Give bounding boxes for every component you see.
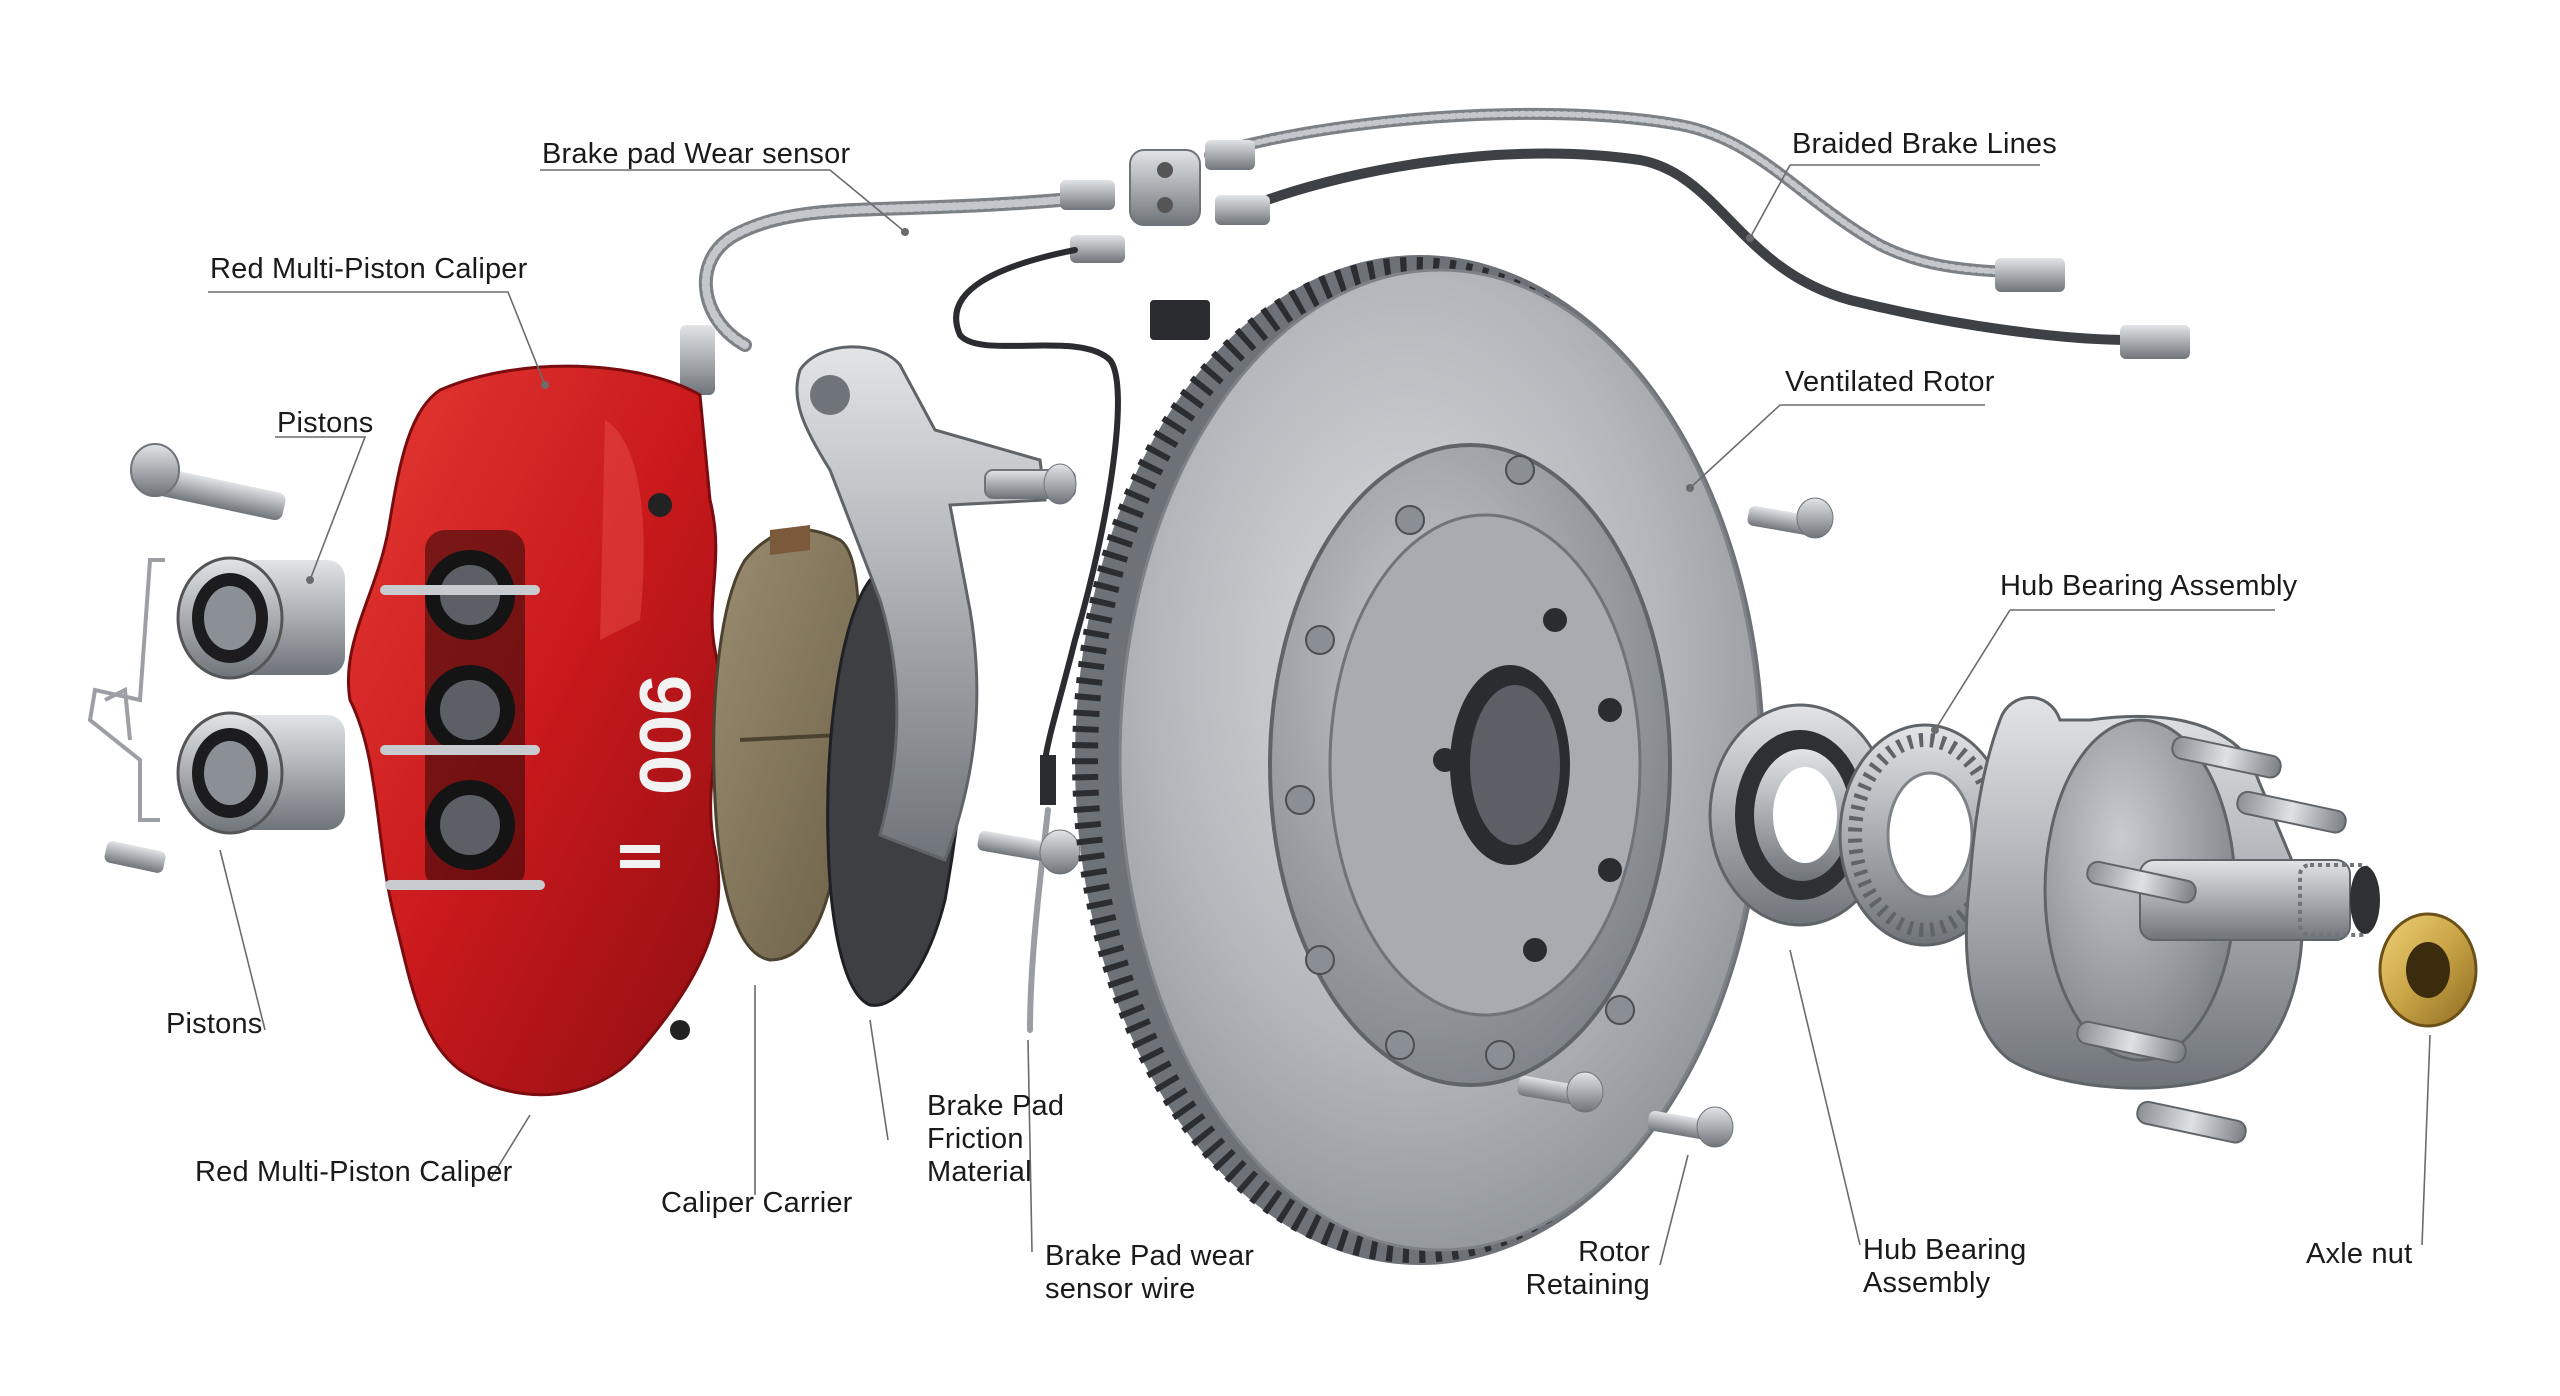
- carrier-bolt: [977, 829, 1081, 875]
- label-rotor-retaining: Rotor Retaining: [1525, 1236, 1650, 1301]
- piston-upper: [176, 556, 345, 680]
- hose-fittings: [680, 140, 2190, 395]
- bleeder-screw: [104, 841, 166, 873]
- ventilated-rotor: [1072, 255, 1765, 1265]
- caliper-bolt: [130, 443, 286, 521]
- label-red-multi-piston-caliper-bottom: Red Multi-Piston Caliper: [195, 1156, 513, 1188]
- label-brake-pad-friction-material: Brake Pad Friction Material: [927, 1090, 1065, 1188]
- label-brake-pad-wear-sensor: Brake pad Wear sensor: [542, 138, 851, 170]
- caliper-carrier: [795, 345, 1077, 862]
- label-caliper-carrier: Caliper Carrier: [661, 1187, 853, 1219]
- label-red-multi-piston-caliper-top: Red Multi-Piston Caliper: [210, 253, 528, 285]
- label-axle-nut: Axle nut: [2306, 1238, 2413, 1270]
- axle-nut: [2378, 912, 2478, 1028]
- label-braided-brake-lines: Braided Brake Lines: [1792, 128, 2057, 160]
- label-hub-bearing-assembly-bottom: Hub Bearing Assembly: [1863, 1234, 2027, 1299]
- label-ventilated-rotor: Ventilated Rotor: [1785, 366, 1995, 398]
- red-multi-piston-caliper: 900: [347, 364, 721, 1097]
- label-pistons-bottom: Pistons: [166, 1008, 263, 1040]
- leader-lines: [208, 164, 2431, 1266]
- label-brake-pad-wear-sensor-wire: Brake Pad wear sensor wire: [1045, 1240, 1255, 1305]
- piston-lower: [176, 711, 345, 835]
- caliper-badge: 900: [624, 675, 704, 795]
- label-pistons-top: Pistons: [277, 407, 374, 439]
- retaining-spring: [87, 558, 165, 822]
- label-hub-bearing-assembly-top: Hub Bearing Assembly: [2000, 570, 2298, 602]
- hub-bearing-assembly: [1964, 696, 2380, 1144]
- brake-pad-outer: [712, 525, 860, 962]
- braided-brake-lines: [698, 107, 2135, 352]
- rotor-retaining-bolts: [1517, 497, 1834, 1148]
- wear-sensor-wire: [953, 247, 1210, 1033]
